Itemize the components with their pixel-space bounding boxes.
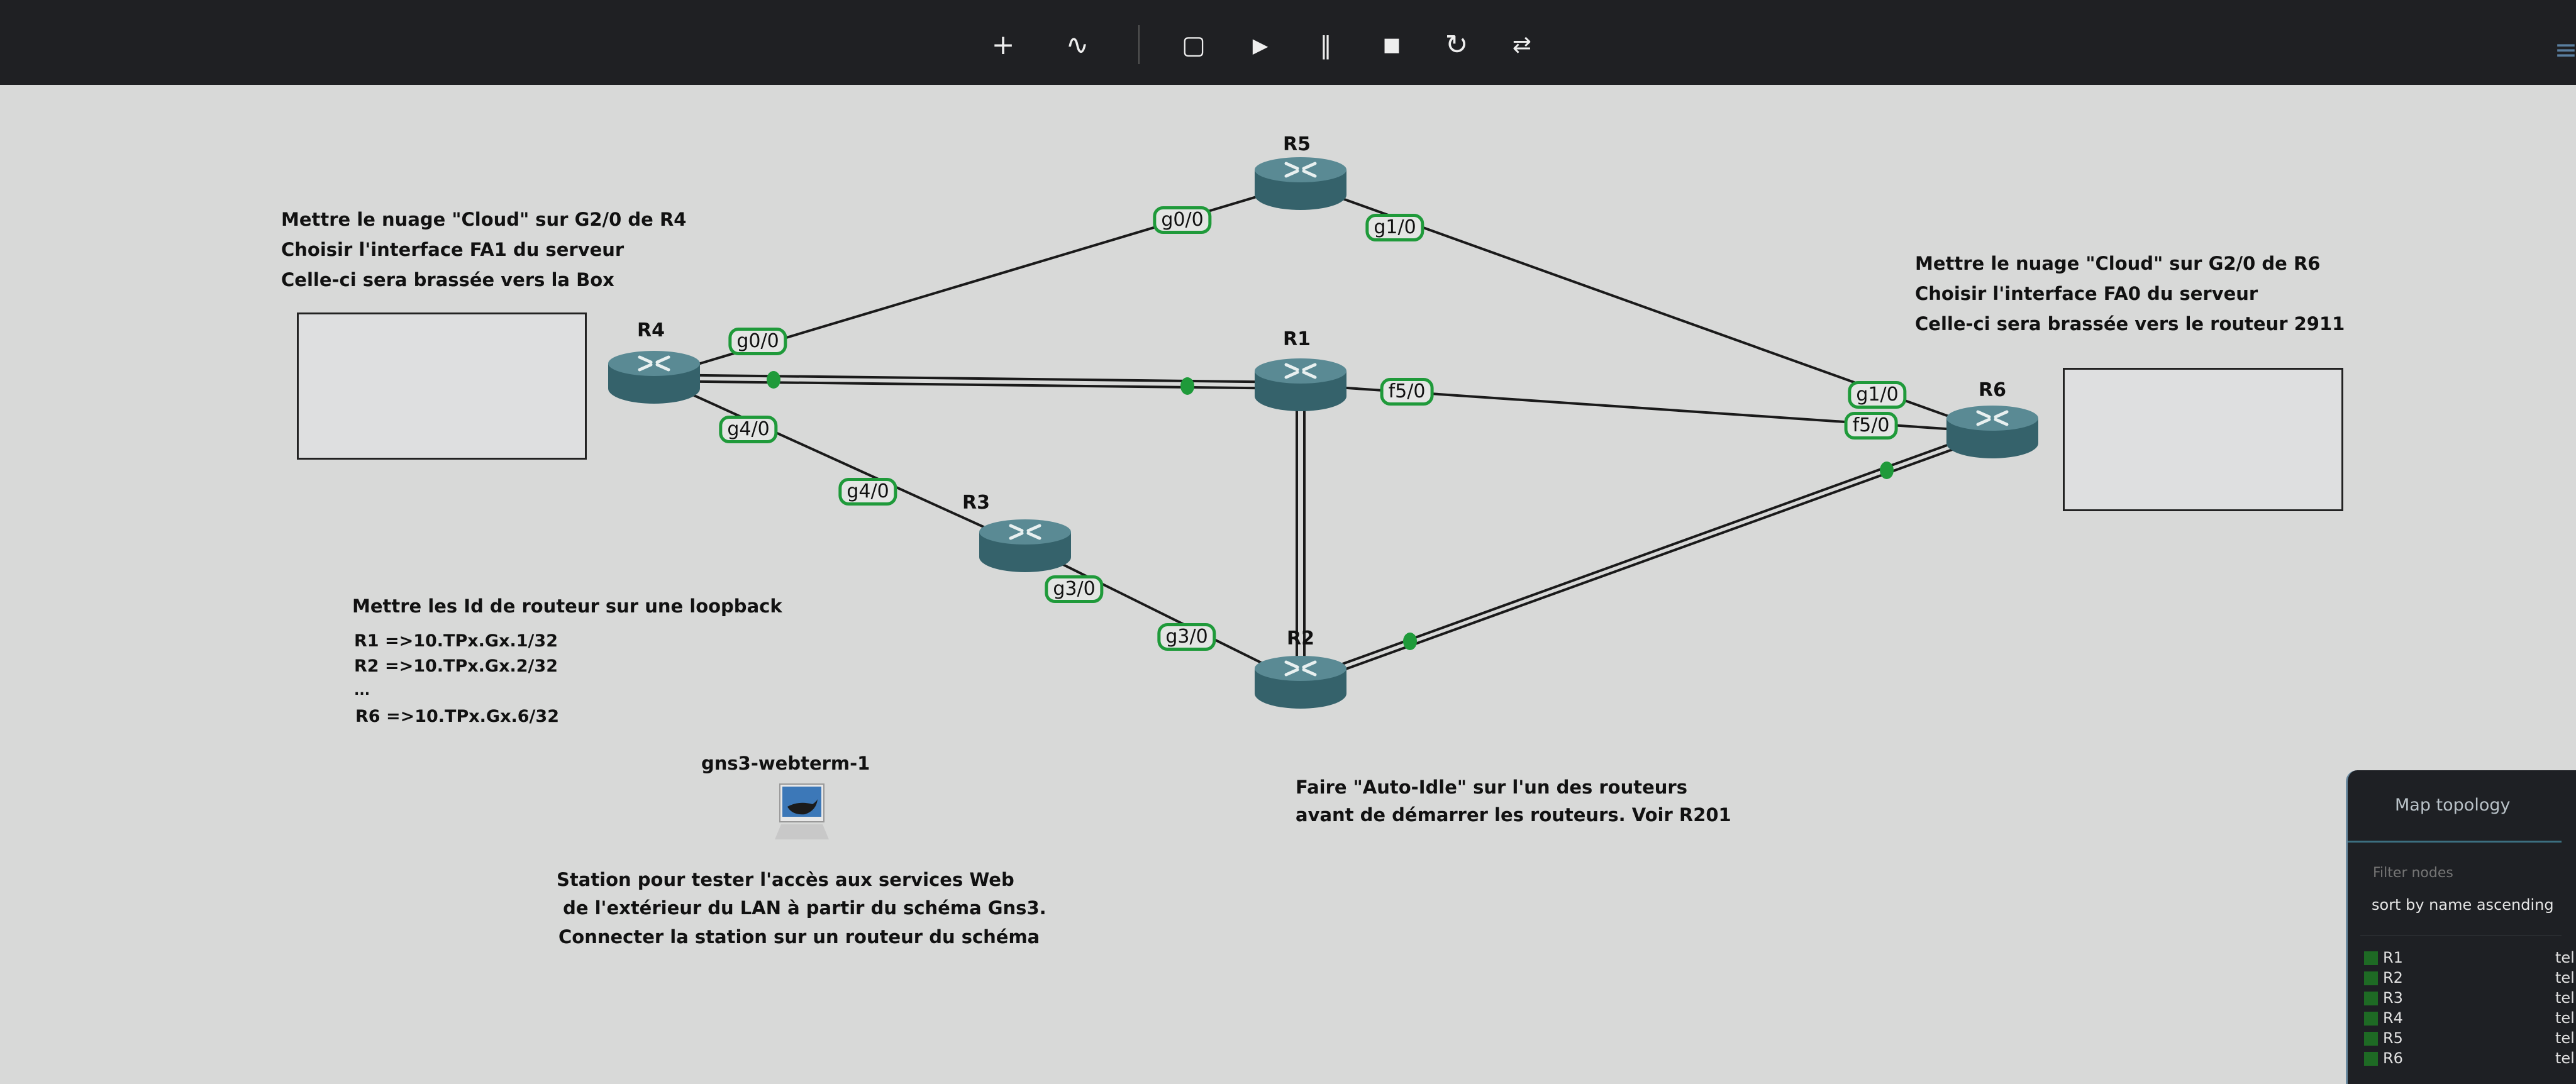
link-r4-r1 xyxy=(653,373,1301,390)
port-label-r6-g1-0[interactable]: g1/0 xyxy=(1848,381,1907,409)
node-label-r3: R3 xyxy=(962,492,990,514)
compress-icon[interactable]: ⇄ xyxy=(1512,32,1532,58)
divider xyxy=(2360,935,2562,936)
node-label-r5: R5 xyxy=(1283,133,1311,155)
link-status-dot xyxy=(767,371,780,389)
port-label-r3-g4-0[interactable]: g4/0 xyxy=(838,478,897,506)
port-label-r5-g0-0[interactable]: g0/0 xyxy=(1153,206,1212,234)
node-name: R4 xyxy=(2383,1009,2403,1027)
port-label-r4-g0-0[interactable]: g0/0 xyxy=(728,328,787,355)
cloud-placeholder-right xyxy=(2063,368,2343,511)
note-loopback-r2: R2 =>10.TPx.Gx.2/32 xyxy=(354,656,558,676)
toolbar: + ∿ ▢ ▶ ‖ ■ ↻ ⇄ ≡ xyxy=(0,0,2576,85)
router-icon-r1[interactable] xyxy=(1253,357,1348,412)
link-r4-r3 xyxy=(653,376,1026,547)
stop-icon[interactable]: ■ xyxy=(1382,34,1401,56)
add-node-icon[interactable]: + xyxy=(991,29,1015,61)
node-list-item[interactable]: R2 teln xyxy=(2360,968,2576,988)
note-station-line2: de l'extérieur du LAN à partir du schéma… xyxy=(557,897,1046,919)
status-icon xyxy=(2364,992,2378,1005)
reload-icon[interactable]: ↻ xyxy=(1445,29,1468,61)
router-icon-r6[interactable] xyxy=(1945,404,2040,460)
panel-tab-underline xyxy=(2348,841,2562,843)
router-icon-r2[interactable] xyxy=(1253,655,1348,710)
topology-canvas[interactable] xyxy=(0,85,2576,1084)
node-list-item[interactable]: R1 teln xyxy=(2360,948,2576,968)
node-name: R2 xyxy=(2383,969,2403,987)
node-list-item[interactable]: R3 teln xyxy=(2360,988,2576,1008)
link-status-dot xyxy=(1180,377,1194,395)
console-type: teln xyxy=(2555,949,2576,966)
note-left-cloud-line1: Mettre le nuage "Cloud" sur G2/0 de R4 xyxy=(281,209,687,230)
link-status-dot xyxy=(1880,462,1894,479)
note-left-cloud-line2: Choisir l'interface FA1 du serveur xyxy=(281,239,625,260)
note-loopback-r6: R6 =>10.TPx.Gx.6/32 xyxy=(355,707,559,726)
webterm-node-icon[interactable] xyxy=(774,783,830,843)
console-type: teln xyxy=(2555,1029,2576,1047)
start-icon[interactable]: ▶ xyxy=(1252,33,1269,57)
panel-title: Map topology xyxy=(2395,795,2511,815)
node-name: R1 xyxy=(2383,949,2403,966)
console-type: teln xyxy=(2555,969,2576,987)
port-label-r1-f5-0[interactable]: f5/0 xyxy=(1380,378,1434,406)
port-label-r4-g4-0[interactable]: g4/0 xyxy=(719,416,778,443)
filter-nodes-input[interactable] xyxy=(2372,865,2563,882)
link-r1-r2 xyxy=(1296,385,1306,682)
toolbar-separator xyxy=(1138,25,1140,64)
console-type: teln xyxy=(2555,989,2576,1007)
port-label-r3-g3-0[interactable]: g3/0 xyxy=(1045,575,1104,603)
note-right-cloud-line3: Celle-ci sera brassée vers le routeur 29… xyxy=(1915,313,2345,335)
note-right-cloud-line2: Choisir l'interface FA0 du serveur xyxy=(1915,283,2258,304)
status-icon xyxy=(2364,1012,2378,1026)
note-station-line3: Connecter la station sur un routeur du s… xyxy=(558,926,1040,948)
link-r3-r2 xyxy=(1024,545,1301,683)
router-icon-r4[interactable] xyxy=(607,350,701,405)
status-icon xyxy=(2364,971,2378,985)
status-icon xyxy=(2364,951,2378,965)
sort-selector[interactable]: sort by name ascending xyxy=(2372,896,2554,914)
note-loopback-title: Mettre les Id de routeur sur une loopbac… xyxy=(352,595,782,617)
node-label-webterm: gns3-webterm-1 xyxy=(701,753,870,774)
note-autoidle-line2: avant de démarrer les routeurs. Voir R20… xyxy=(1296,804,1731,826)
draw-link-icon[interactable]: ∿ xyxy=(1065,29,1089,61)
router-icon-r5[interactable] xyxy=(1253,156,1348,211)
node-label-r4: R4 xyxy=(637,319,665,341)
note-loopback-r1: R1 =>10.TPx.Gx.1/32 xyxy=(354,631,558,651)
port-label-r6-f5-0[interactable]: f5/0 xyxy=(1844,412,1898,440)
node-name: R6 xyxy=(2383,1049,2403,1067)
map-topology-panel: Map topology sort by name ascending R1 te… xyxy=(2346,770,2576,1084)
node-name: R3 xyxy=(2383,989,2403,1007)
link-status-dot xyxy=(1403,633,1417,650)
status-icon xyxy=(2364,1032,2378,1046)
router-icon-r3[interactable] xyxy=(978,518,1072,573)
node-list-item[interactable]: R5 teln xyxy=(2360,1028,2576,1048)
note-autoidle-line1: Faire "Auto-Idle" sur l'un des routeurs xyxy=(1296,777,1687,798)
menu-icon[interactable]: ≡ xyxy=(2554,34,2576,66)
note-station-line1: Station pour tester l'accès aux services… xyxy=(557,869,1014,890)
console-type: teln xyxy=(2555,1009,2576,1027)
node-label-r6: R6 xyxy=(1979,379,2006,401)
node-list-item[interactable]: R6 teln xyxy=(2360,1048,2576,1068)
note-right-cloud-line1: Mettre le nuage "Cloud" sur G2/0 de R6 xyxy=(1915,253,2321,274)
console-type: teln xyxy=(2555,1049,2576,1067)
node-name: R5 xyxy=(2383,1029,2403,1047)
note-loopback-ellipsis: ... xyxy=(354,683,370,699)
cloud-placeholder-left xyxy=(297,312,587,460)
node-label-r1: R1 xyxy=(1283,328,1311,350)
status-icon xyxy=(2364,1052,2378,1066)
port-label-r2-g3-0[interactable]: g3/0 xyxy=(1157,623,1216,651)
port-label-r5-g1-0[interactable]: g1/0 xyxy=(1365,214,1424,241)
node-label-r2: R2 xyxy=(1287,628,1314,650)
note-left-cloud-line3: Celle-ci sera brassée vers la Box xyxy=(281,269,614,290)
console-icon[interactable]: ▢ xyxy=(1182,31,1206,60)
node-list-item[interactable]: R4 teln xyxy=(2360,1008,2576,1028)
pause-icon[interactable]: ‖ xyxy=(1319,31,1332,59)
